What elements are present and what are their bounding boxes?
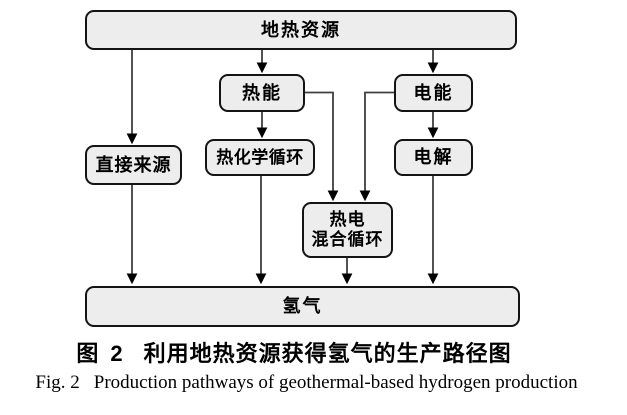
node-label: 热电 混合循环 — [312, 210, 384, 249]
node-label: 地热资源 — [261, 19, 341, 40]
node-electric-energy: 电能 — [394, 74, 473, 112]
node-geothermal-resources: 地热资源 — [85, 10, 517, 50]
caption-english-text: Production pathways of geothermal-based … — [93, 372, 578, 393]
node-label: 热能 — [242, 82, 282, 103]
node-label: 热化学循环 — [216, 147, 304, 167]
node-label-line1: 热电 — [329, 210, 366, 230]
node-label: 电解 — [413, 147, 454, 168]
caption-english-number: Fig. 2 — [35, 372, 80, 393]
node-electrolysis: 电解 — [394, 139, 473, 176]
caption-chinese-number: 图 2 — [76, 341, 126, 366]
flow-arrows — [126, 50, 439, 285]
node-label: 电能 — [413, 82, 454, 103]
node-heat-energy: 热能 — [219, 74, 305, 112]
caption-chinese-text: 利用地热资源获得氢气的生产路径图 — [143, 341, 512, 366]
node-label: 氢气 — [282, 296, 323, 317]
edge-electric-to-hybrid-cycle — [359, 91, 395, 202]
node-label: 直接来源 — [95, 154, 172, 175]
caption-english: Fig. 2 Production pathways of geothermal-… — [0, 372, 613, 394]
edge-heat-to-hybrid-cycle — [304, 91, 339, 202]
node-thermochemical-cycle: 热化学循环 — [205, 139, 315, 176]
node-thermoelectric-hybrid-cycle: 热电 混合循环 — [302, 202, 393, 258]
node-label-line2: 混合循环 — [311, 230, 384, 249]
node-direct-source: 直接来源 — [85, 145, 182, 185]
node-hydrogen: 氢气 — [85, 286, 520, 327]
caption-chinese: 图 2 利用地热资源获得氢气的生产路径图 — [0, 336, 588, 368]
